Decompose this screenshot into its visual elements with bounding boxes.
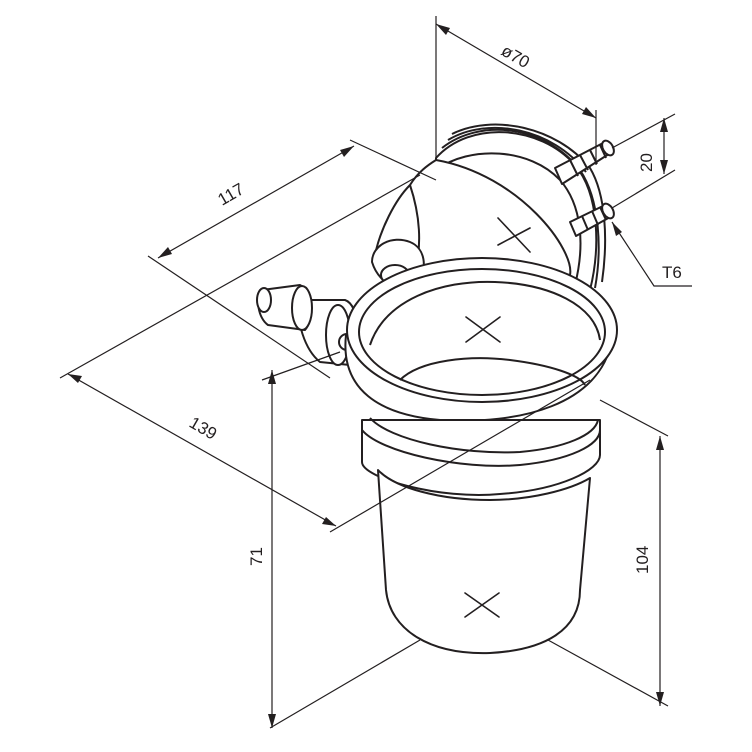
- wall-screws: [554, 139, 615, 237]
- product-illustration: [256, 123, 618, 655]
- label-diameter: ø70: [498, 41, 533, 72]
- dimension-width: [59, 174, 591, 533]
- label-screw-spacing: 20: [637, 153, 656, 172]
- dimension-depth: [147, 139, 437, 379]
- cross-mark-icon: [464, 217, 531, 618]
- dimension-screw-type: [611, 221, 692, 287]
- label-height-mount: 71: [247, 547, 266, 566]
- dimension-lines: [59, 16, 692, 729]
- label-width: 139: [186, 413, 220, 444]
- label-screw-type: T6: [662, 263, 682, 282]
- label-height-total: 104: [633, 546, 652, 574]
- label-depth: 117: [215, 179, 248, 209]
- dimension-height-total: [547, 399, 669, 707]
- holder-ring: [344, 257, 618, 422]
- dimension-height-mount: [261, 351, 421, 729]
- dimension-diameter: [435, 16, 597, 165]
- dimension-screw-spacing: [611, 113, 676, 209]
- glass-cup: [361, 357, 601, 655]
- side-knob: [256, 284, 359, 366]
